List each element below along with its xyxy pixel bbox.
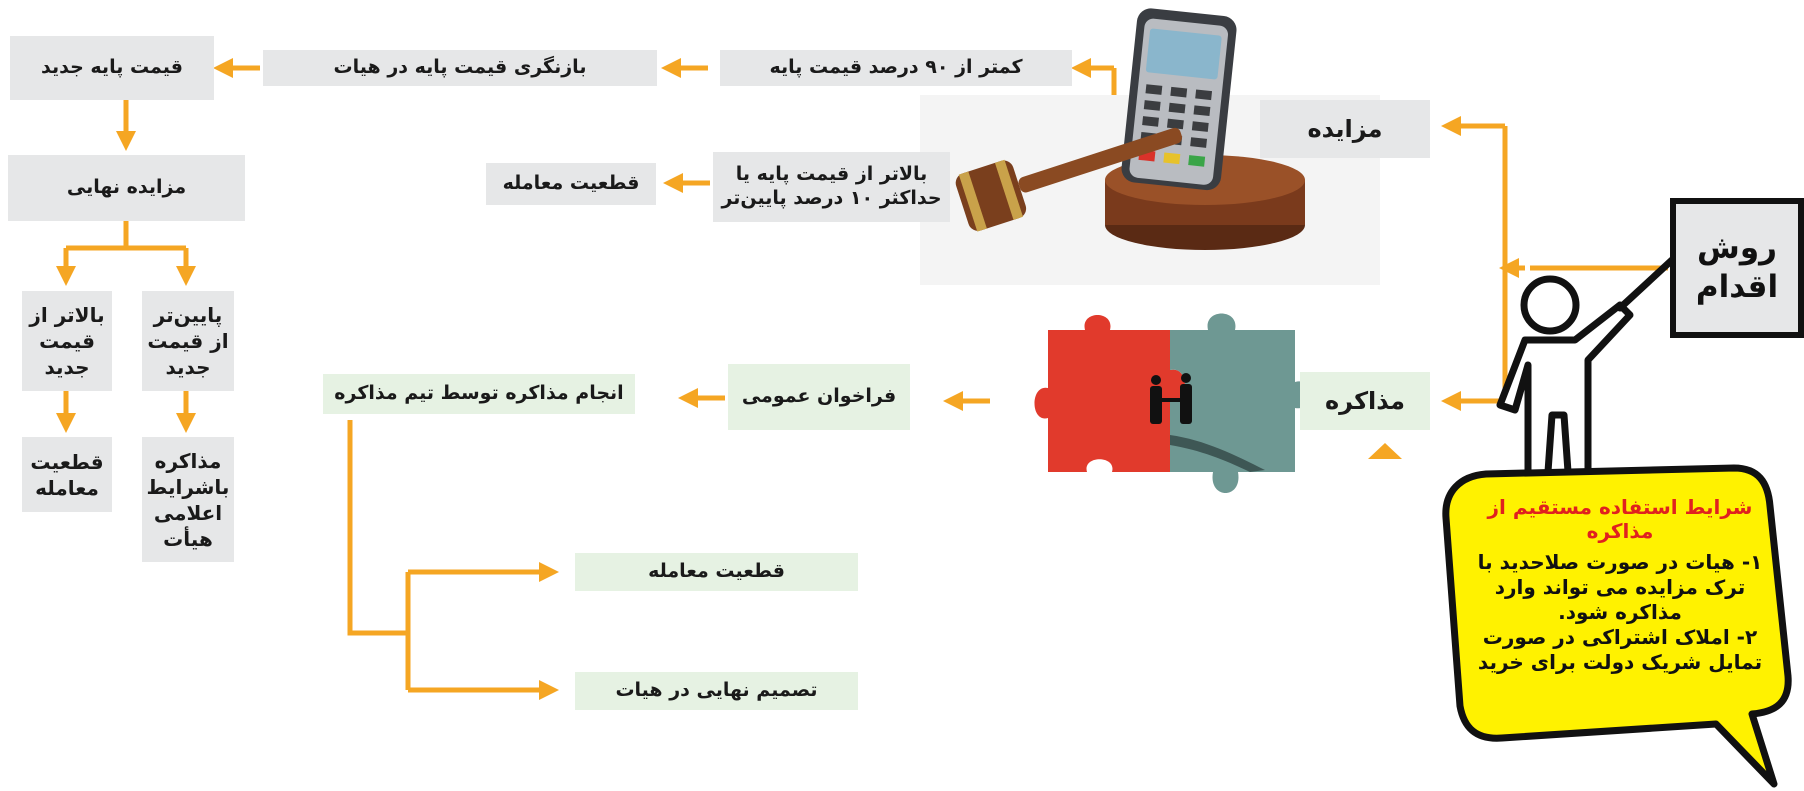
puzzle-handshake-icon	[1034, 313, 1310, 493]
deal-finalization-bottom-box: قطعیت معامله	[575, 553, 858, 591]
final-auction-box: مزایده نهایی	[8, 155, 245, 221]
condition-1: ۱- هیات در صورت صلاحدید با ترک مزایده می…	[1477, 549, 1763, 624]
review-base-price-box: بازنگری قیمت پایه در هیات	[263, 50, 657, 86]
connector-line	[347, 420, 408, 636]
final-board-decision-box: تصمیم نهایی در هیات	[575, 672, 858, 710]
below-new-price-box: پایین‌تر از قیمت جدید	[142, 291, 234, 391]
conditions-speech-bubble	[1442, 464, 1792, 788]
triangle-marker	[1368, 443, 1402, 459]
condition-2: ۲- املاک اشتراکی در صورت تمایل شریک دولت…	[1477, 624, 1763, 674]
conditions-text: شرایط استفاده مستقیم از مذاکره ۱- هیات د…	[1470, 495, 1770, 675]
action-method-board: روش اقدام	[1670, 198, 1804, 338]
deal-finalization-left-box: قطعیت معامله	[22, 437, 112, 512]
deal-finalization-top-box: قطعیت معامله	[486, 163, 656, 205]
auction-box: مزایده	[1260, 100, 1430, 158]
presenter-stick-figure-icon	[1496, 244, 1689, 500]
above-new-price-box: بالاتر از قیمت جدید	[22, 291, 112, 391]
negotiation-box: مذاکره	[1300, 372, 1430, 430]
conditions-title: شرایط استفاده مستقیم از مذاکره	[1487, 495, 1753, 544]
negotiation-team-box: انجام مذاکره توسط تیم مذاکره	[323, 374, 635, 414]
public-call-box: فراخوان عمومی	[728, 364, 910, 430]
gavel-and-card-terminal-icon	[920, 8, 1380, 285]
above-base-price-box: بالاتر از قیمت پایه یا حداکثر ۱۰ درصد پا…	[713, 152, 950, 222]
negotiate-board-terms-box: مذاکره باشرایط اعلامی هیأت	[142, 437, 234, 562]
base-price-new-box: قیمت پایه جدید	[10, 36, 214, 100]
less-than-90-box: کمتر از ۹۰ درصد قیمت پایه	[720, 50, 1072, 86]
